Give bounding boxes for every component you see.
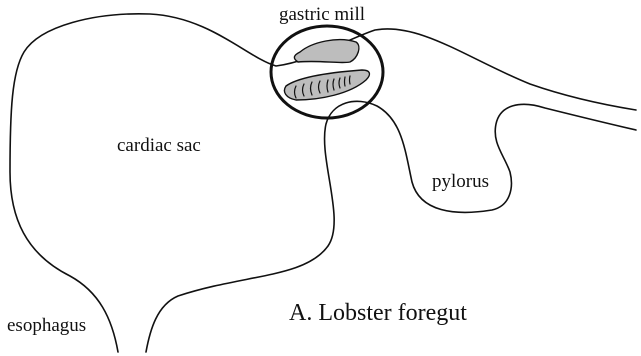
- diagram-caption: A. Lobster foregut: [289, 301, 467, 325]
- esophagus-label: esophagus: [7, 316, 86, 335]
- pylorus-label: pylorus: [432, 172, 489, 191]
- cardiac-sac-label: cardiac sac: [117, 136, 201, 155]
- gastric-mill-label: gastric mill: [279, 5, 365, 24]
- gastric-mill-upper-tooth: [294, 40, 359, 63]
